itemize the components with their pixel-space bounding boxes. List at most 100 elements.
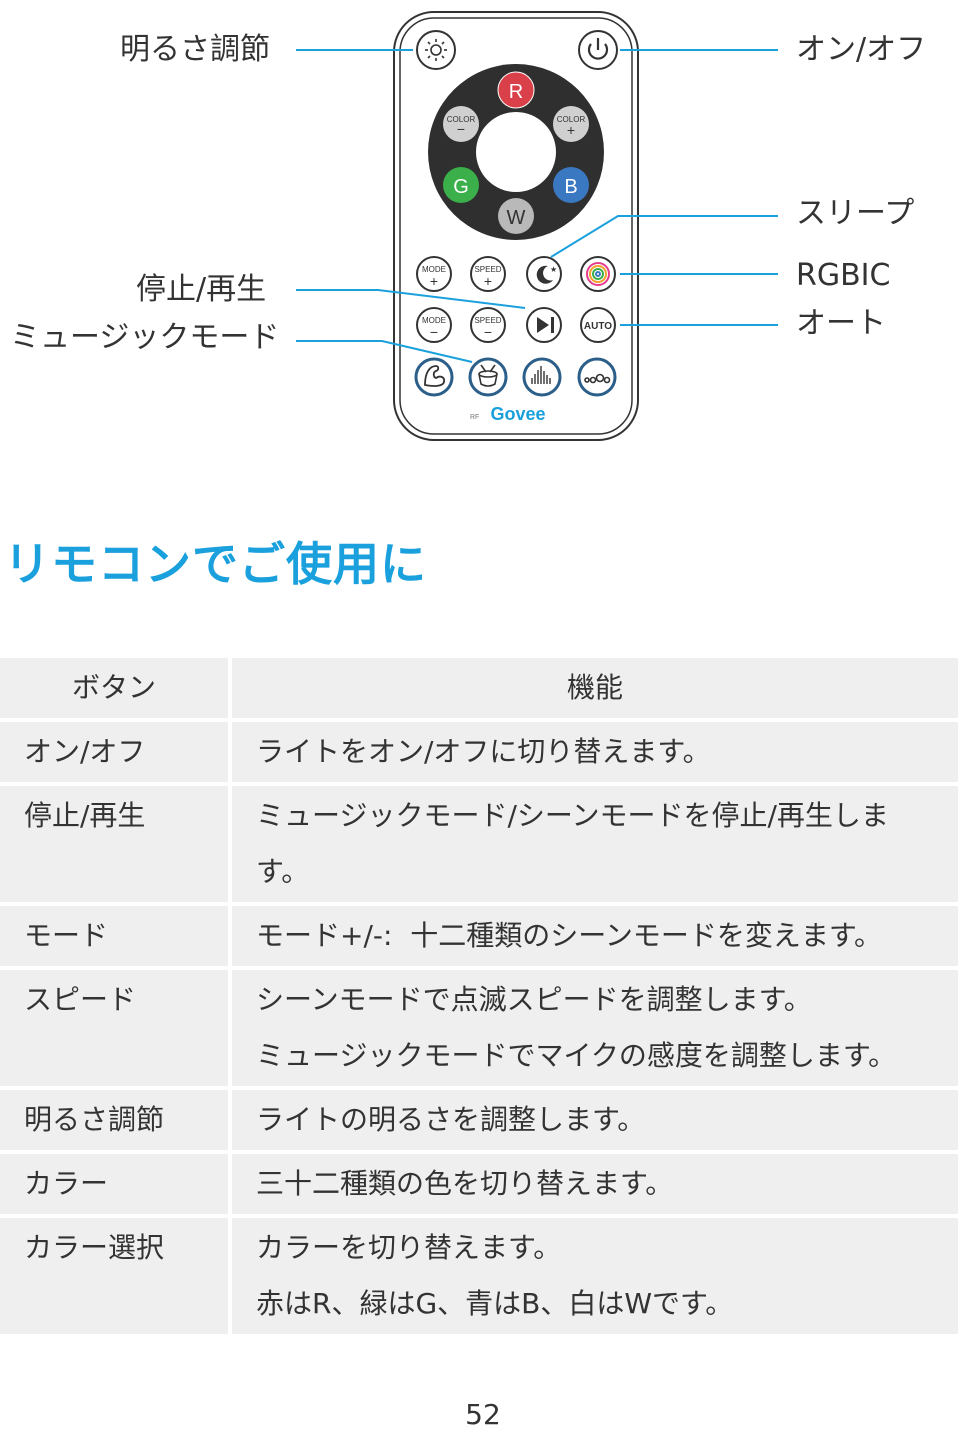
remote-body	[393, 11, 639, 441]
blue-button[interactable]: B	[553, 167, 589, 203]
callout-auto: オート	[796, 306, 886, 341]
row-button: モード	[0, 906, 228, 966]
callout-brightness: 明るさ調節	[120, 32, 270, 67]
drum-icon	[478, 364, 498, 387]
table-row: 明るさ調節 ライトの明るさを調整します。	[0, 1090, 958, 1150]
table-row: カラー選択 カラーを切り替えます。 赤はR、緑はG、青はB、白はWです。	[0, 1218, 958, 1334]
callout-line-stop-play	[296, 289, 526, 309]
table-row: カラー 三十二種類の色を切り替えます。	[0, 1154, 958, 1214]
row-function-line: カラーを切り替えます。	[256, 1231, 562, 1264]
row-function-line: ミュージックモードでマイクの感度を調整します。	[256, 1039, 897, 1072]
table-header-row: ボタン 機能	[0, 658, 958, 718]
color-wheel-center	[476, 112, 556, 192]
color-minus-button[interactable]: COLOR −	[443, 106, 479, 142]
speed-minus-button[interactable]: SPEED −	[470, 307, 506, 343]
header-button: ボタン	[0, 658, 228, 718]
speed-label: SPEED	[474, 265, 501, 274]
color-plus-label: COLOR	[557, 115, 586, 124]
rgbic-button[interactable]	[580, 256, 616, 292]
mode-label: MODE	[422, 316, 446, 325]
row-function-line: ミュージックモード/シーンモードを停止/再生しま	[256, 799, 889, 832]
plus-sign: +	[567, 122, 575, 138]
white-button[interactable]: W	[498, 198, 534, 234]
callout-music-mode: ミュージックモード	[10, 320, 280, 355]
white-label: W	[507, 207, 526, 229]
minus-sign: −	[430, 324, 438, 340]
red-label: R	[509, 81, 523, 103]
row-function-line: 赤はR、緑はG、青はB、白はWです。	[256, 1287, 734, 1320]
auto-button[interactable]: AUTO	[580, 307, 616, 343]
row-function-line: モード+/-: 十二種類のシーンモードを変えます。	[256, 919, 883, 952]
spectrum-icon	[531, 366, 551, 384]
mode-label: MODE	[422, 265, 446, 274]
row-button: カラー選択	[0, 1218, 228, 1334]
blue-label: B	[564, 176, 577, 198]
green-label: G	[453, 176, 469, 198]
page-number: 52	[465, 1398, 501, 1431]
table-row: 停止/再生 ミュージックモード/シーンモードを停止/再生しま す。	[0, 786, 958, 902]
music-rolling-button[interactable]	[577, 357, 617, 397]
mode-minus-button[interactable]: MODE −	[416, 307, 452, 343]
row-button: 明るさ調節	[0, 1090, 228, 1150]
callout-sleep: スリープ	[796, 196, 915, 231]
row-button: 停止/再生	[0, 786, 228, 902]
row-function-line: す。	[256, 855, 310, 888]
speed-label: SPEED	[474, 316, 501, 325]
row-function: カラーを切り替えます。 赤はR、緑はG、青はB、白はWです。	[232, 1218, 958, 1334]
green-button[interactable]: G	[443, 167, 479, 203]
row-button: スピード	[0, 970, 228, 1086]
govee-logo: Govee	[490, 404, 545, 424]
remote-illustration: R COLOR − COLOR + G B W MODE + SPEED + ★	[296, 11, 778, 441]
plus-sign: +	[484, 273, 492, 289]
callout-stop-play: 停止/再生	[136, 272, 267, 307]
rf-mark: RF	[470, 414, 479, 421]
table-row: スピード シーンモードで点滅スピードを調整します。 ミュージックモードでマイクの…	[0, 970, 958, 1086]
power-icon	[587, 38, 609, 60]
function-table: ボタン 機能 オン/オフ ライトをオン/オフに切り替えます。 停止/再生 ミュー…	[0, 654, 962, 1338]
row-function-line: ライトをオン/オフに切り替えます。	[256, 735, 711, 768]
auto-label: AUTO	[584, 321, 612, 332]
callout-lines	[296, 49, 778, 363]
row-function-line: シーンモードで点滅スピードを調整します。	[256, 983, 812, 1016]
callout-line-music-mode	[296, 340, 473, 363]
moon-icon	[536, 265, 553, 284]
row-function-line: ライトの明るさを調整します。	[256, 1103, 646, 1136]
music-rhythm-button[interactable]	[468, 357, 508, 397]
callout-power: オン/オフ	[796, 32, 927, 67]
music-spectrum-button[interactable]	[522, 357, 562, 397]
muscle-icon	[424, 365, 446, 387]
callout-line-sleep	[550, 215, 778, 258]
callout-rgbic: RGBIC	[796, 258, 891, 293]
row-function: ミュージックモード/シーンモードを停止/再生しま す。	[232, 786, 958, 902]
row-function: シーンモードで点滅スピードを調整します。 ミュージックモードでマイクの感度を調整…	[232, 970, 958, 1086]
rainbow-icon	[586, 262, 610, 286]
header-function: 機能	[232, 658, 958, 718]
table-row: モード モード+/-: 十二種類のシーンモードを変えます。	[0, 906, 958, 966]
color-minus-label: COLOR	[447, 115, 476, 124]
sun-icon	[425, 39, 447, 61]
rolling-icon	[584, 373, 611, 384]
minus-sign: −	[484, 324, 492, 340]
sleep-button[interactable]: ★	[526, 256, 562, 292]
plus-sign: +	[430, 273, 438, 289]
section-heading: リモコンでご使用に	[4, 537, 427, 591]
table-row: オン/オフ ライトをオン/オフに切り替えます。	[0, 722, 958, 782]
mode-plus-button[interactable]: MODE +	[416, 256, 452, 292]
power-button[interactable]	[578, 30, 618, 70]
music-energic-button[interactable]	[414, 357, 454, 397]
row-function-line: 三十二種類の色を切り替えます。	[256, 1167, 674, 1200]
row-function: モード+/-: 十二種類のシーンモードを変えます。	[232, 906, 958, 966]
red-button[interactable]: R	[497, 71, 535, 109]
row-function: ライトをオン/オフに切り替えます。	[232, 722, 958, 782]
row-button: カラー	[0, 1154, 228, 1214]
speed-plus-button[interactable]: SPEED +	[470, 256, 506, 292]
play-pause-button[interactable]	[526, 307, 562, 343]
minus-sign: −	[457, 121, 465, 137]
play-pause-icon	[537, 317, 549, 333]
color-plus-button[interactable]: COLOR +	[553, 106, 589, 142]
star-icon: ★	[550, 265, 557, 274]
row-function: 三十二種類の色を切り替えます。	[232, 1154, 958, 1214]
row-button: オン/オフ	[0, 722, 228, 782]
brightness-button[interactable]	[416, 30, 456, 70]
row-function: ライトの明るさを調整します。	[232, 1090, 958, 1150]
